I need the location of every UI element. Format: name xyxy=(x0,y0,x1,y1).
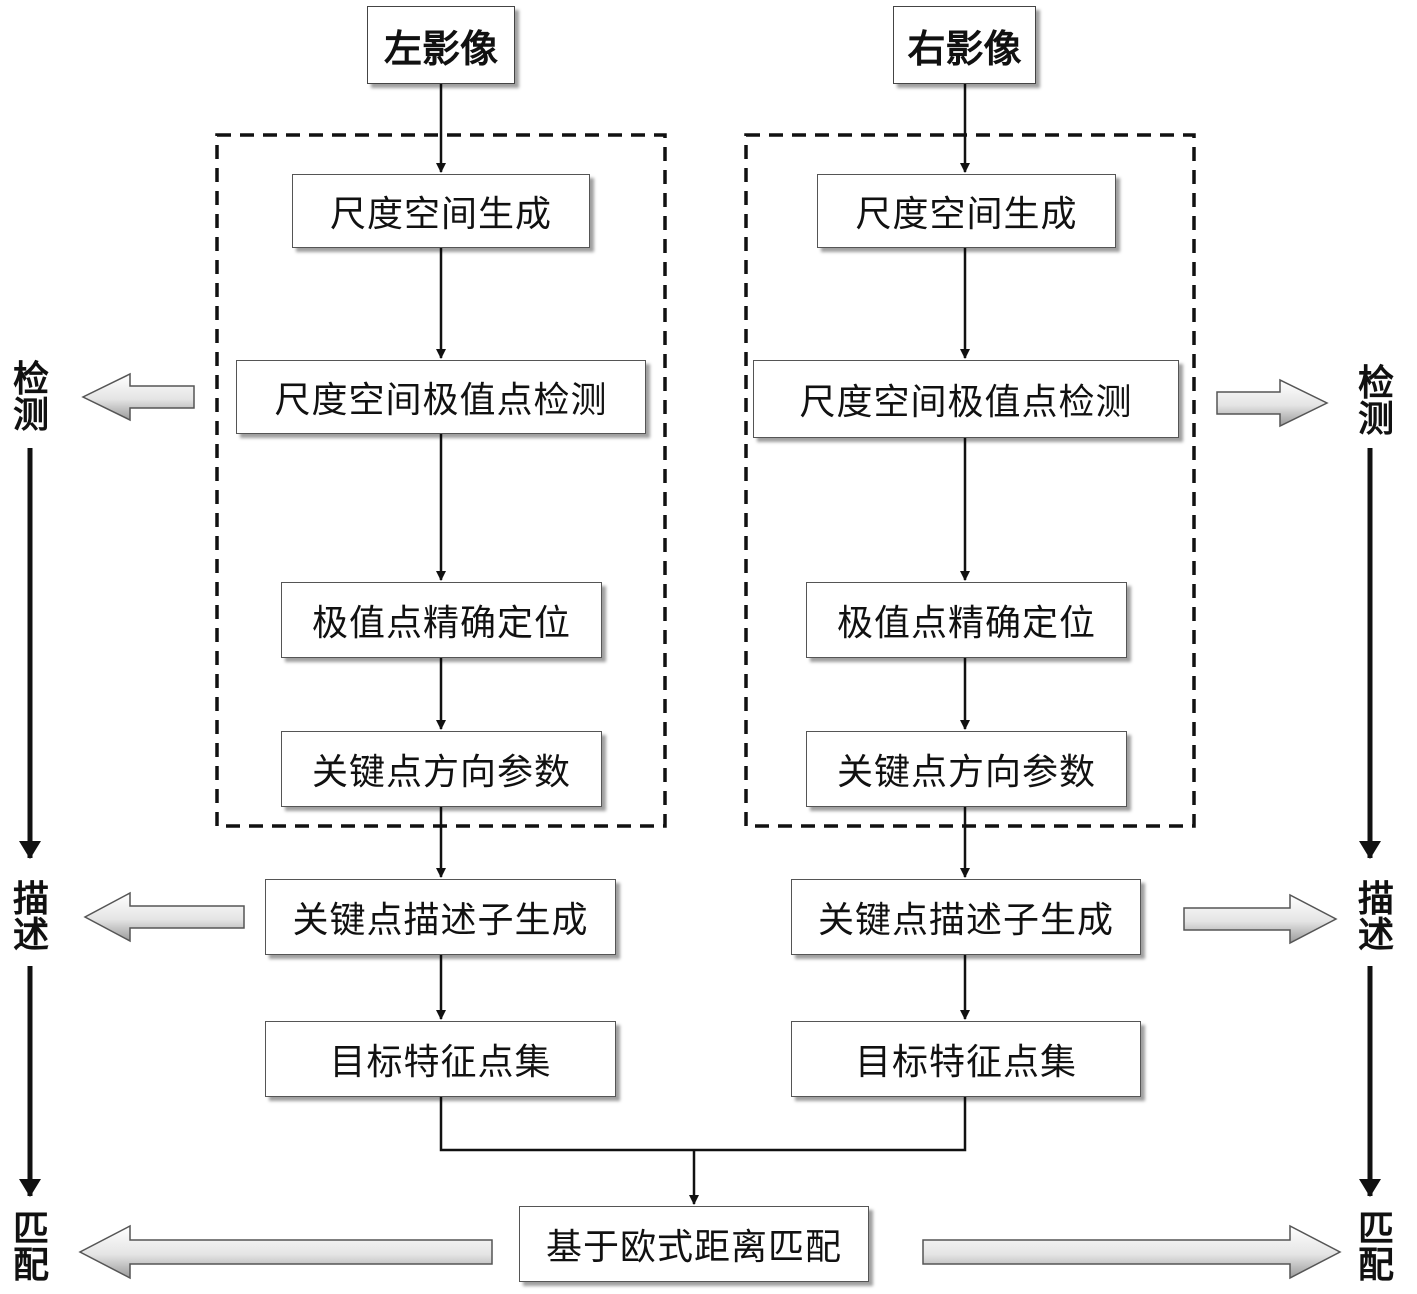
left-stage-match-label: 匹配 xyxy=(12,1209,49,1286)
match-left-hollow-arrow xyxy=(78,1224,493,1280)
right-extrema-detection-box: 尺度空间极值点检测 xyxy=(753,360,1179,438)
describe-left-hollow-arrow xyxy=(83,891,245,943)
left-extrema-localization-box: 极值点精确定位 xyxy=(281,582,602,658)
left-descriptor-box: 关键点描述子生成 xyxy=(265,879,616,955)
euclidean-matching-box: 基于欧式距离匹配 xyxy=(519,1206,869,1282)
right-orientation-box: 关键点方向参数 xyxy=(806,731,1127,807)
merge-connector xyxy=(439,1097,967,1205)
left-scale-space-box: 尺度空间生成 xyxy=(292,174,590,248)
left-image-box: 左影像 xyxy=(367,6,515,84)
right-stage-detect-label: 检测 xyxy=(1357,363,1394,440)
left-feature-set-box: 目标特征点集 xyxy=(265,1021,616,1097)
left-stage-describe-label: 描述 xyxy=(12,879,49,956)
right-detection-frame xyxy=(744,133,1196,828)
detect-right-hollow-arrow xyxy=(1216,378,1329,428)
right-stage-match-label: 匹配 xyxy=(1357,1209,1394,1286)
left-stage-detect-label: 检测 xyxy=(12,359,49,436)
right-stage-describe-label: 描述 xyxy=(1357,879,1394,956)
describe-right-hollow-arrow xyxy=(1183,893,1338,945)
left-orientation-box: 关键点方向参数 xyxy=(281,731,602,807)
right-hollow-arrows xyxy=(922,378,1342,1280)
right-extrema-localization-box: 极值点精确定位 xyxy=(806,582,1127,658)
left-hollow-arrows xyxy=(78,372,493,1280)
left-extrema-detection-box: 尺度空间极值点检测 xyxy=(236,360,646,434)
right-image-box: 右影像 xyxy=(893,6,1036,84)
right-scale-space-box: 尺度空间生成 xyxy=(817,174,1116,248)
detect-left-hollow-arrow xyxy=(81,372,195,422)
right-feature-set-box: 目标特征点集 xyxy=(791,1021,1141,1097)
match-right-hollow-arrow xyxy=(922,1224,1342,1280)
right-descriptor-box: 关键点描述子生成 xyxy=(791,879,1141,955)
